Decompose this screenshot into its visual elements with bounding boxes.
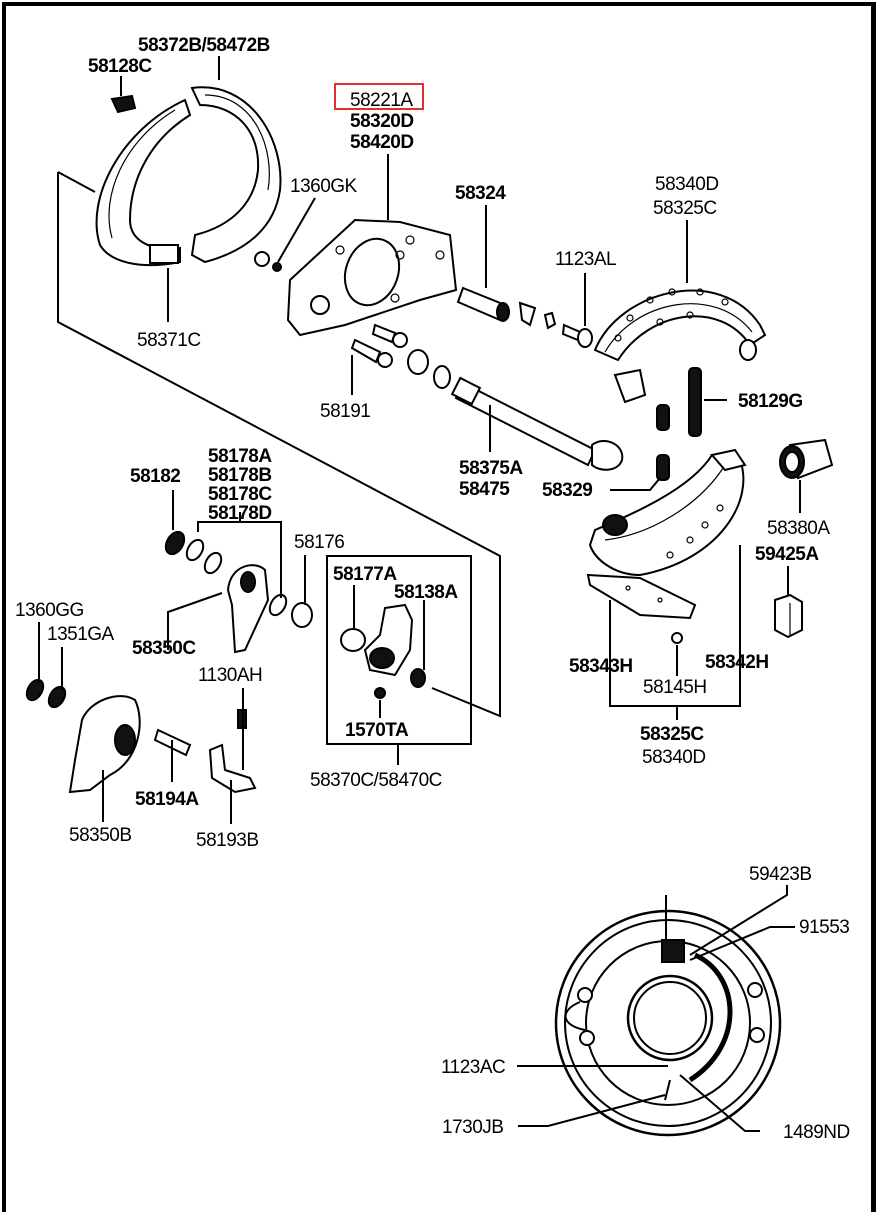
label-58340D-top[interactable]: 58340D [655,174,719,195]
fitting-1570TA[interactable] [374,687,386,699]
adjuster-body[interactable] [363,603,414,677]
backing-plate-assembly[interactable] [554,909,782,1137]
slack-adjuster-58350C[interactable] [226,564,270,654]
brake-shoe-lower-58342H[interactable] [588,448,747,577]
label-58350B[interactable]: 58350B [69,825,132,846]
roller-58380A[interactable] [779,438,834,480]
label-58221A[interactable]: 58221A [350,90,414,111]
label-58324[interactable]: 58324 [455,183,507,204]
brake-shoe-left-58371C[interactable] [95,98,192,267]
label-1130AH[interactable]: 1130AH [198,665,263,686]
label-58380A[interactable]: 58380A [767,518,831,539]
label-59425A[interactable]: 59425A [755,544,820,565]
label-1351GA[interactable]: 1351GA [47,624,115,645]
label-1489ND[interactable]: 1489ND [783,1122,850,1143]
brake-shoe-upper-58340D[interactable] [593,288,767,404]
label-58375A[interactable]: 58375A [459,458,524,479]
label-59423B[interactable]: 59423B [749,864,812,885]
slack-adjuster-58350B[interactable] [68,695,141,794]
label-58325C-bottom[interactable]: 58325C [640,724,705,745]
pin-58324[interactable] [456,286,557,330]
bolt-58191[interactable] [350,323,451,389]
label-58178D[interactable]: 58178D [208,503,272,524]
label-58340D-bottom[interactable]: 58340D [642,747,706,768]
lining-58343H[interactable] [586,573,697,620]
brake-shoe-right-58372B[interactable] [190,86,282,264]
label-58325C-top[interactable]: 58325C [653,198,717,219]
label-58178C[interactable]: 58178C [208,484,273,505]
label-58343H[interactable]: 58343H [569,656,633,677]
spring-58129G[interactable] [688,367,702,437]
ring-1360GG[interactable] [23,677,46,703]
camshaft-58375A[interactable] [450,376,624,471]
label-58420D[interactable]: 58420D [350,132,414,153]
label-1360GG[interactable]: 1360GG [15,600,84,621]
ring-1351GA[interactable] [45,684,68,710]
rivet-58145H[interactable] [671,632,683,644]
block-59425A[interactable] [774,593,803,639]
seal-58138A[interactable] [410,668,426,688]
label-58176[interactable]: 58176 [294,532,345,553]
bracket-58193B[interactable] [208,743,257,794]
washer-set-58178[interactable] [183,537,289,618]
label-58371C[interactable]: 58371C [137,330,201,351]
label-58342H[interactable]: 58342H [705,652,769,673]
label-58194A[interactable]: 58194A [135,789,200,810]
label-58145H[interactable]: 58145H [643,677,707,698]
bushing-58177A[interactable] [340,628,366,652]
clip-58128C[interactable] [110,94,137,114]
label-91553[interactable]: 91553 [799,917,850,938]
label-58372B-58472B[interactable]: 58372B/58472B [138,35,270,56]
washer-58182[interactable] [162,529,188,558]
highlight-box-58221A [334,83,424,110]
label-58138A[interactable]: 58138A [394,582,459,603]
label-58128C[interactable]: 58128C [88,56,153,77]
label-58178A[interactable]: 58178A [208,446,273,467]
label-58370C-58470C[interactable]: 58370C/58470C [310,770,442,791]
label-58350C[interactable]: 58350C [132,638,197,659]
backing-plate-58221A[interactable] [286,218,458,337]
label-58191[interactable]: 58191 [320,401,371,422]
label-58193B[interactable]: 58193B [196,830,259,851]
label-1123AL[interactable]: 1123AL [555,249,617,270]
label-58182[interactable]: 58182 [130,466,181,487]
label-1360GK[interactable]: 1360GK [290,176,358,197]
label-58320D[interactable]: 58320D [350,111,414,132]
label-1570TA[interactable]: 1570TA [345,720,409,741]
label-58129G[interactable]: 58129G [738,391,803,412]
label-1730JB[interactable]: 1730JB [442,1117,504,1138]
nut-1360GK[interactable] [254,251,282,272]
bushing-58176[interactable] [291,602,313,628]
label-1123AC[interactable]: 1123AC [441,1057,506,1078]
label-58329[interactable]: 58329 [542,480,593,501]
label-58177A[interactable]: 58177A [333,564,398,585]
leader-lines [38,56,801,1132]
bolt-1123AL[interactable] [561,323,593,348]
label-58178B[interactable]: 58178B [208,465,272,486]
label-58475[interactable]: 58475 [459,479,511,500]
spring-58329[interactable] [656,404,670,481]
